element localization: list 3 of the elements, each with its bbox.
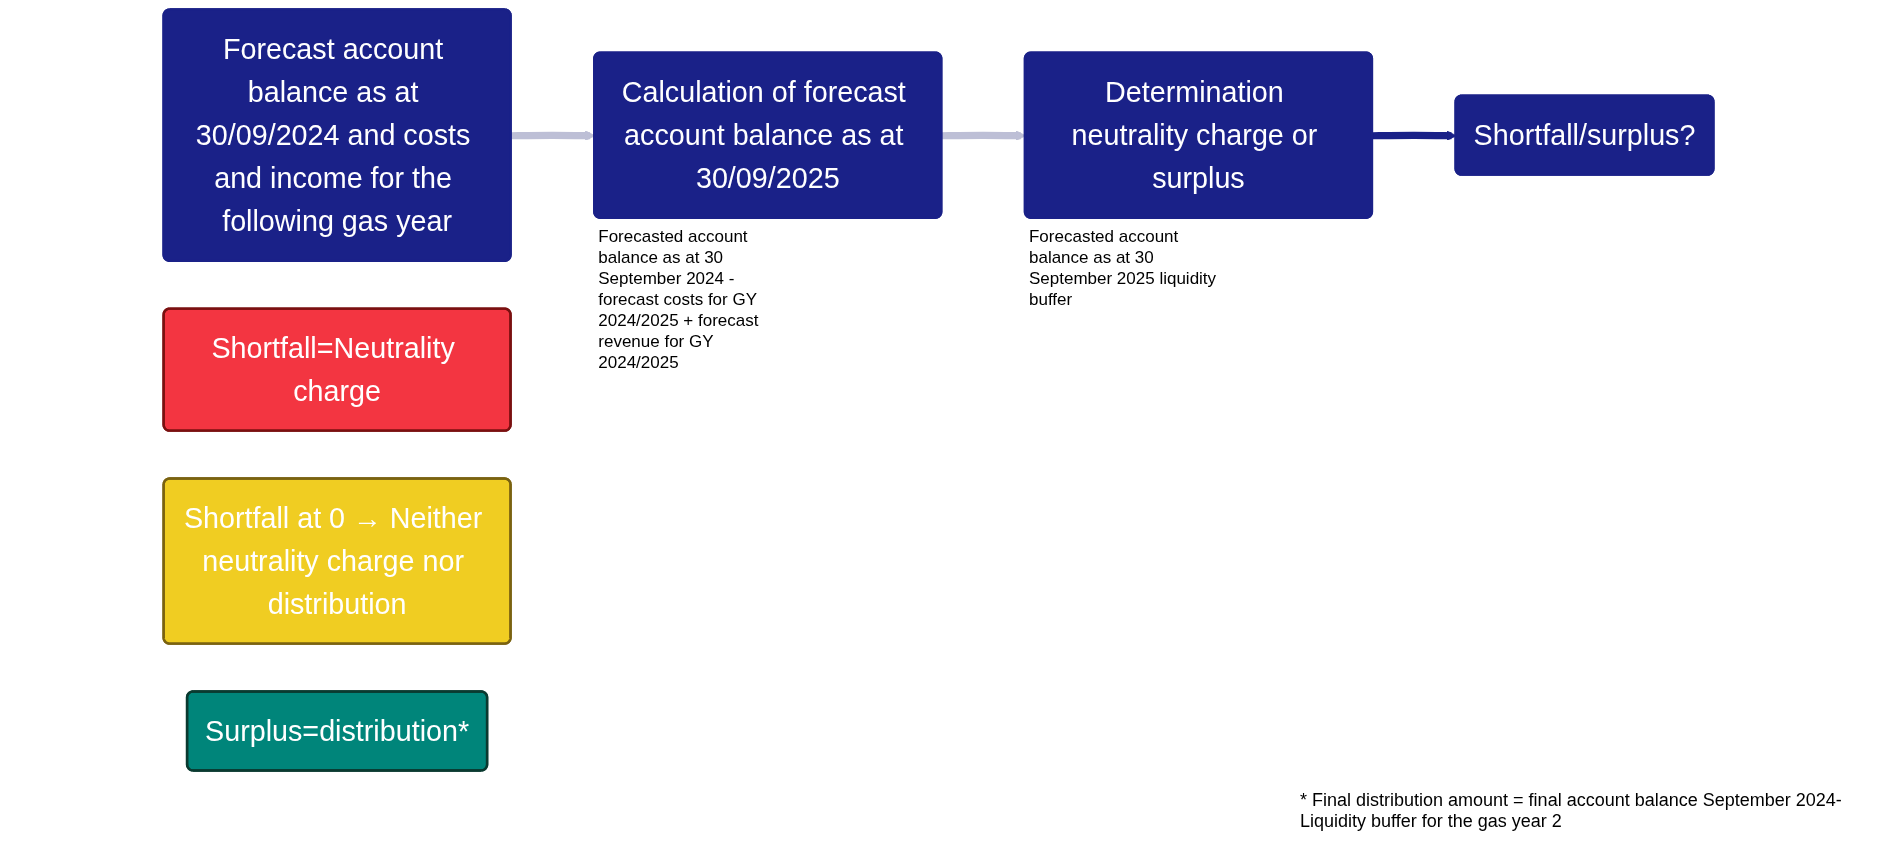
note-text: Forecasted account balance as at 30 September 2025 liquidity buffer [1028, 225, 1218, 310]
note-text: Forecasted account balance as at 30 September 2024 - forecast costs for GY 2024/2025 + forecast revenue for GY 2024/2025 [598, 225, 760, 373]
footnote: * Final distribution amount = final account balance September 2024-Liquidity buffer for the gas year 2 [1300, 790, 1843, 832]
